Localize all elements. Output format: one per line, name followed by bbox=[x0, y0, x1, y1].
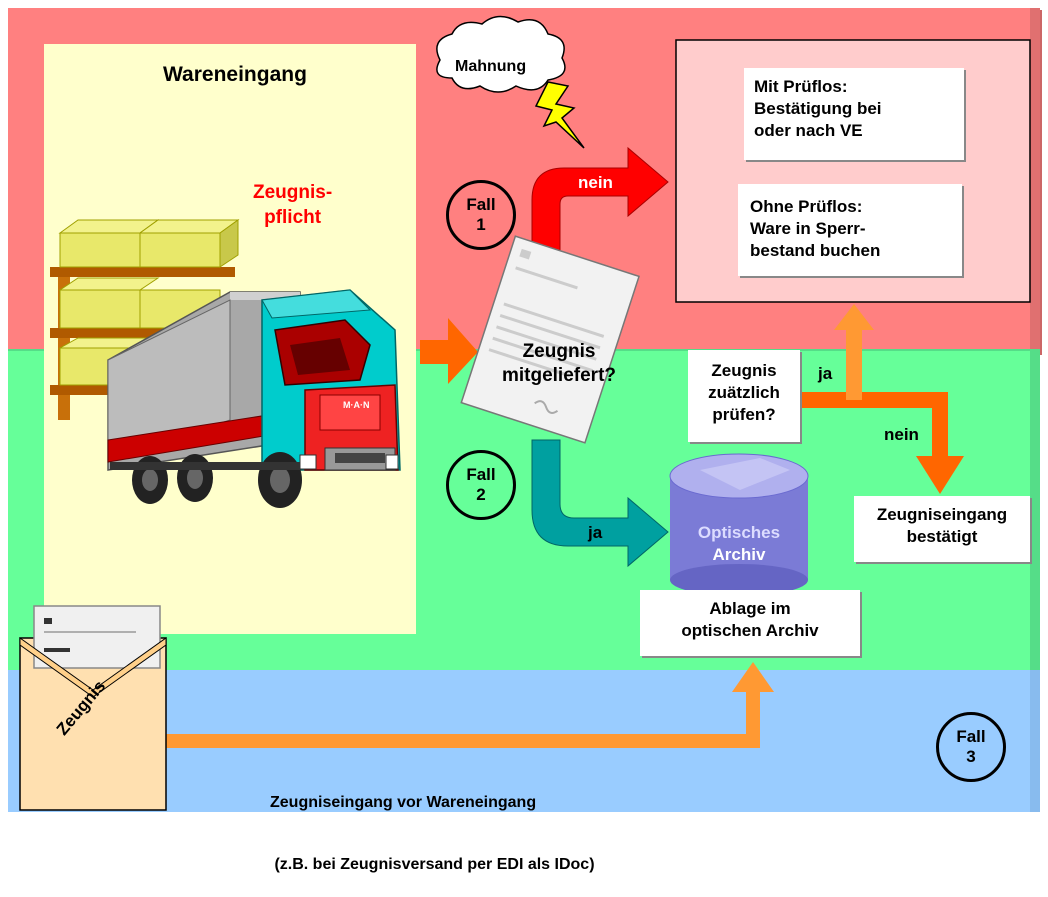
zusaetzlich-pruefen-box: Zeugnis zuätzlich prüfen? bbox=[688, 350, 800, 442]
zeugnispflicht-line-1: Zeugnis- bbox=[253, 182, 333, 203]
zeugniseingang-bestaetigt-line-1: Zeugniseingang bbox=[876, 505, 1008, 524]
fall-3-line-1: Fall bbox=[956, 726, 986, 746]
certificate-document bbox=[460, 235, 640, 444]
optisches-archiv-line-2: Archiv bbox=[712, 545, 766, 565]
fall-2-line-2: 2 bbox=[476, 485, 486, 504]
zeugnis-mitgeliefert-label: Zeugnis mitgeliefert? bbox=[494, 340, 624, 388]
mit-prueflos-box: Mit Prüflos: Bestätigung bei oder nach V… bbox=[744, 68, 964, 160]
fall-1-line-2: 1 bbox=[476, 215, 486, 234]
ja-label-fall2: ja bbox=[588, 523, 603, 542]
nein-label-pruefen: nein bbox=[884, 425, 919, 444]
ohne-prueflos-box: Ohne Prüflos: Ware in Sperr- bestand buc… bbox=[738, 184, 962, 276]
mahnung-label: Mahnung bbox=[455, 58, 527, 75]
mit-prueflos-line-3: oder nach VE bbox=[754, 121, 863, 141]
truck-to-document-arrow bbox=[420, 318, 478, 384]
band-bottom-edge bbox=[1030, 670, 1040, 812]
fall-3-line-2: 3 bbox=[966, 747, 976, 766]
fall3-description-line-2: (z.B. bei Zeugnisversand per EDI als IDo… bbox=[270, 855, 595, 873]
fall3-description-line-1: Zeugniseingang vor Wareneingang bbox=[270, 793, 537, 811]
certificate-envelope bbox=[19, 605, 167, 811]
process-diagram: M·A·N bbox=[8, 8, 1042, 873]
nein-label-fall1: nein bbox=[578, 173, 613, 192]
truck-logo: M·A·N bbox=[343, 400, 370, 410]
zusaetzlich-pruefen-line-2: zuätzlich bbox=[708, 383, 780, 403]
zusaetzlich-pruefen-line-3: prüfen? bbox=[712, 405, 776, 425]
fall3-description: Zeugniseingang vor Wareneingang (z.B. be… bbox=[270, 751, 595, 897]
ablage-box: Ablage im optischen Archiv bbox=[640, 590, 860, 656]
fall1-red-arrow bbox=[531, 146, 669, 301]
ohne-prueflos-line-3: bestand buchen bbox=[750, 241, 881, 261]
zeugnispflicht-line-2: pflicht bbox=[264, 206, 322, 228]
fall-2-line-1: Fall bbox=[466, 464, 496, 484]
ja-label-pruefen: ja bbox=[818, 364, 833, 383]
zeugnis-mitgeliefert-line-1: Zeugnis bbox=[522, 341, 596, 362]
mit-prueflos-line-1: Mit Prüflos: bbox=[754, 77, 848, 96]
zusaetzlich-pruefen-line-1: Zeugnis bbox=[711, 361, 777, 380]
ohne-prueflos-line-2: Ware in Sperr- bbox=[750, 219, 866, 239]
lightning-bolt bbox=[534, 81, 585, 149]
wareneingang-title: Wareneingang bbox=[163, 63, 307, 86]
zeugnis-mitgeliefert-line-2: mitgeliefert? bbox=[501, 364, 617, 386]
ohne-prueflos-line-1: Ohne Prüflos: bbox=[750, 197, 863, 216]
ablage-line-2: optischen Archiv bbox=[681, 621, 819, 641]
optisches-archiv-line-1: Optisches bbox=[697, 523, 781, 542]
truck-illustration bbox=[107, 289, 401, 508]
zeugnispflicht-label: Zeugnis- pflicht bbox=[253, 181, 332, 230]
mit-prueflos-line-2: Bestätigung bei bbox=[754, 99, 882, 119]
optical-archive-cylinder bbox=[669, 453, 809, 596]
pruefen-arrows bbox=[800, 304, 964, 494]
fall-1-line-1: Fall bbox=[466, 194, 496, 214]
fall3-orange-arrow bbox=[160, 662, 774, 748]
band-middle-edge bbox=[1030, 350, 1040, 670]
zeugniseingang-bestaetigt-line-2: bestätigt bbox=[906, 527, 978, 547]
band-top-edge bbox=[1030, 8, 1040, 350]
optisches-archiv-label: Optisches Archiv bbox=[670, 522, 808, 566]
ablage-line-1: Ablage im bbox=[709, 599, 791, 618]
mahnung-cloud bbox=[436, 15, 566, 93]
zeugniseingang-bestaetigt-box: Zeugniseingang bestätigt bbox=[854, 496, 1030, 562]
fall2-teal-arrow bbox=[531, 439, 669, 568]
